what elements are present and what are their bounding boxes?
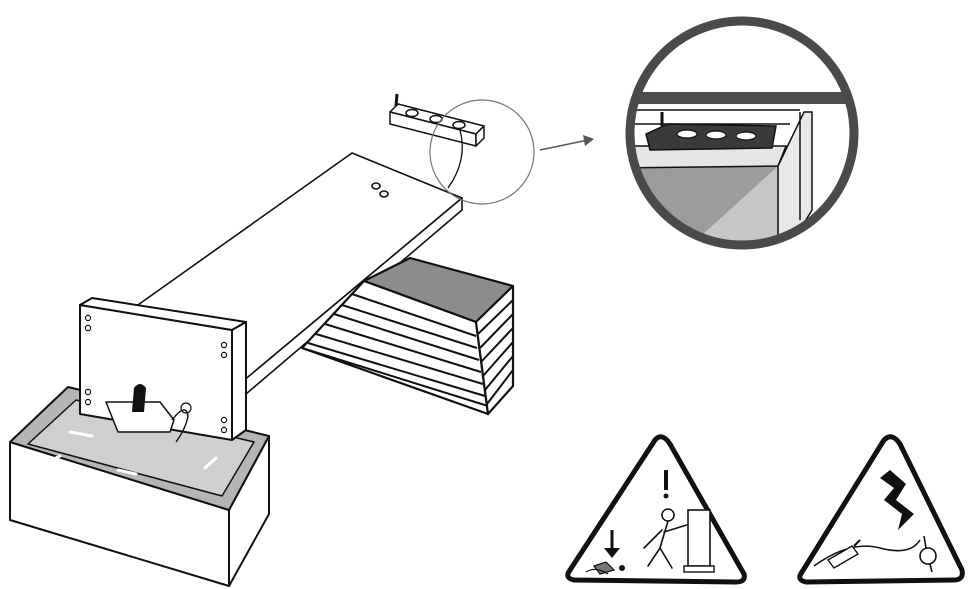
warning-triangle-electric-hazard-icon	[797, 434, 965, 585]
arrow-right-icon	[539, 135, 594, 151]
magnifier-callout-icon	[625, 16, 859, 250]
warning-triangle-drop-hazard-icon	[565, 434, 747, 585]
detail-marker-circle	[429, 99, 535, 205]
hinge-bracket	[389, 93, 485, 147]
striped-box	[300, 256, 515, 416]
packaging-box	[9, 386, 270, 587]
upright-panel	[79, 297, 247, 443]
detail-connector	[447, 129, 463, 189]
